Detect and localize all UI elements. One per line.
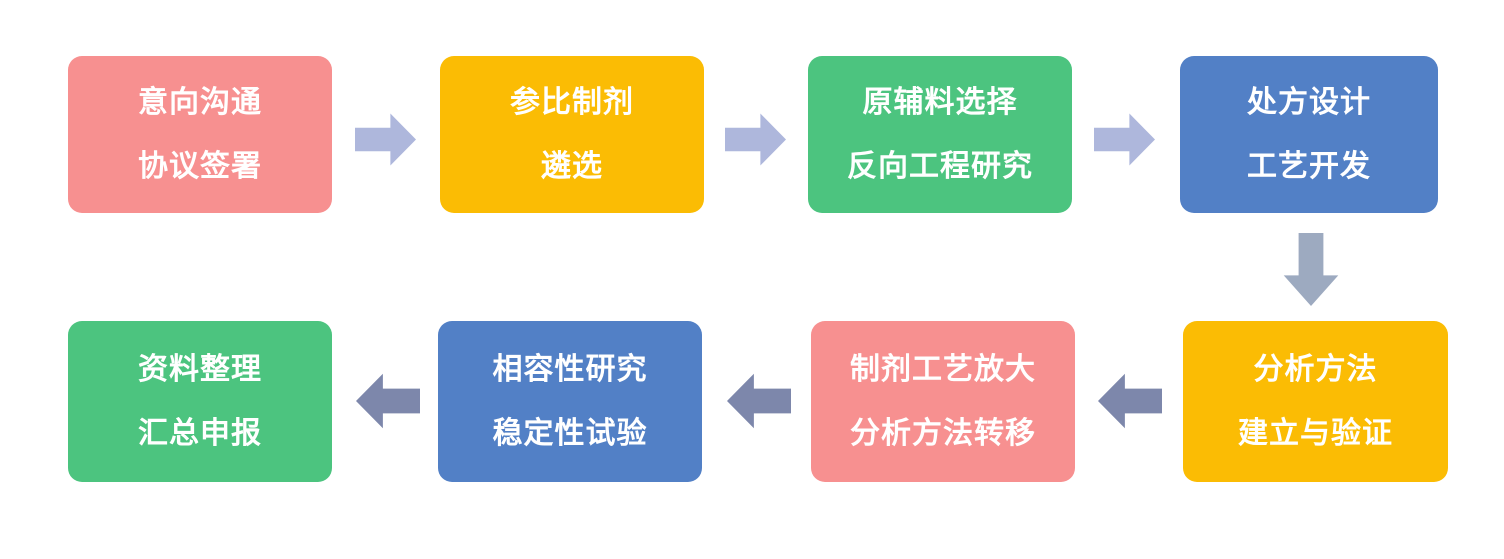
arrow-left-node7-node8 <box>356 370 420 432</box>
process-node-label: 分析方法转移 <box>850 416 1036 450</box>
process-node-label: 汇总申报 <box>138 416 262 450</box>
process-node-label: 分析方法 <box>1253 352 1378 386</box>
process-node-label: 处方设计 <box>1247 85 1371 119</box>
process-node-label: 工艺开发 <box>1247 149 1371 183</box>
process-node-dossier-compilation-submission[interactable]: 资料整理汇总申报 <box>68 321 332 482</box>
process-node-intent-communication[interactable]: 意向沟通协议签署 <box>68 56 332 213</box>
process-node-label: 稳定性试验 <box>492 416 648 450</box>
process-node-label: 相容性研究 <box>492 352 648 386</box>
process-node-label: 意向沟通 <box>138 85 262 119</box>
arrow-right-node2-node3 <box>725 110 786 169</box>
process-node-analytical-method-validation[interactable]: 分析方法建立与验证 <box>1183 321 1448 482</box>
process-node-label: 反向工程研究 <box>847 149 1033 183</box>
process-node-compatibility-stability-study[interactable]: 相容性研究稳定性试验 <box>438 321 702 482</box>
arrow-left-node5-node6 <box>1098 370 1162 432</box>
process-node-formulation-design[interactable]: 处方设计工艺开发 <box>1180 56 1438 213</box>
process-node-label: 参比制剂 <box>510 85 634 119</box>
process-node-label: 原辅料选择 <box>862 85 1018 119</box>
arrow-right-node3-node4 <box>1094 110 1155 169</box>
process-node-label: 建立与验证 <box>1238 416 1393 450</box>
arrow-down-node4-node5 <box>1280 233 1342 306</box>
process-node-reference-preparation-selection[interactable]: 参比制剂遴选 <box>440 56 704 213</box>
arrow-left-node6-node7 <box>727 370 791 432</box>
process-node-raw-material-selection[interactable]: 原辅料选择反向工程研究 <box>808 56 1072 213</box>
process-node-label: 遴选 <box>541 149 603 183</box>
process-node-process-scale-up[interactable]: 制剂工艺放大分析方法转移 <box>811 321 1075 482</box>
process-node-label: 制剂工艺放大 <box>850 352 1036 386</box>
arrow-right-node1-node2 <box>355 110 416 169</box>
process-node-label: 协议签署 <box>138 149 262 183</box>
process-node-label: 资料整理 <box>138 352 262 386</box>
